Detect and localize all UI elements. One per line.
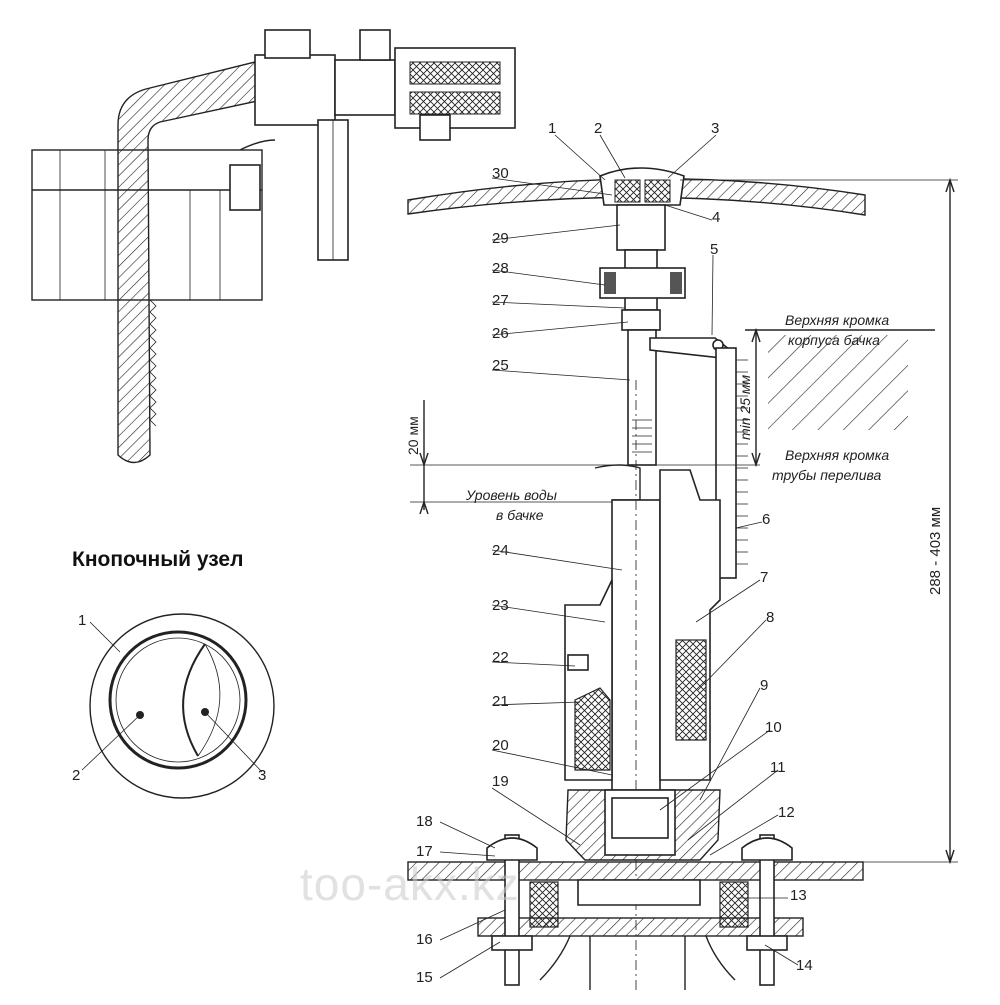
callout-6: 6 [762, 511, 770, 528]
note-water-level-1: Уровень воды [465, 487, 558, 503]
callout-labels-main: 1 2 3 4 5 6 7 8 9 10 11 12 13 14 15 16 1… [416, 120, 813, 986]
callout-15: 15 [416, 969, 433, 986]
note-offset: 20 мм [405, 416, 421, 455]
callout-27: 27 [492, 292, 509, 309]
callout-button-3: 3 [258, 767, 266, 784]
callout-26: 26 [492, 325, 509, 342]
callout-9: 9 [760, 677, 768, 694]
note-height-range: 288 - 403 мм [927, 507, 944, 595]
callout-30: 30 [492, 165, 509, 182]
callout-5: 5 [710, 241, 718, 258]
callout-8: 8 [766, 609, 774, 626]
callout-1: 1 [548, 120, 556, 137]
callout-18: 18 [416, 813, 433, 830]
note-cistern-top-1: Верхняя кромка [785, 312, 889, 328]
button-unit-title: Кнопочный узел [72, 548, 243, 571]
callout-labels-button: 1 2 3 [72, 612, 266, 784]
callout-11: 11 [770, 759, 786, 776]
callout-7: 7 [760, 569, 768, 586]
callout-20: 20 [492, 737, 509, 754]
callout-25: 25 [492, 357, 509, 374]
callout-22: 22 [492, 649, 509, 666]
callout-12: 12 [778, 804, 795, 821]
callout-4: 4 [712, 209, 720, 226]
button-housing [599, 167, 685, 206]
callout-29: 29 [492, 230, 509, 247]
button-ring-outer [89, 613, 275, 799]
callout-14: 14 [796, 957, 813, 974]
callout-19: 19 [492, 773, 509, 790]
callout-3: 3 [711, 120, 719, 137]
note-min-gap: min 25 мм [737, 374, 753, 440]
callout-17: 17 [416, 843, 433, 860]
dimension-notes: Верхняя кромка корпуса бачка Верхняя кро… [405, 312, 944, 595]
callout-13: 13 [790, 887, 807, 904]
button-unit-detail [81, 613, 275, 799]
flush-valve-assembly [407, 167, 958, 990]
callout-2: 2 [594, 120, 602, 137]
note-cistern-top-2: корпуса бачка [788, 332, 880, 348]
note-overflow-top-2: трубы перелива [772, 467, 881, 483]
callout-10: 10 [765, 719, 782, 736]
note-overflow-top-1: Верхняя кромка [785, 447, 889, 463]
fill-valve-detail [31, 29, 516, 464]
callout-28: 28 [492, 260, 509, 277]
callout-button-2: 2 [72, 767, 80, 784]
callout-16: 16 [416, 931, 433, 948]
callout-23: 23 [492, 597, 509, 614]
note-water-level-2: в бачке [496, 507, 544, 523]
callout-21: 21 [492, 693, 509, 710]
leader-lines [439, 134, 799, 979]
watermark: too-akx.kz [300, 858, 520, 910]
callout-button-1: 1 [78, 612, 86, 629]
callout-24: 24 [492, 542, 509, 559]
